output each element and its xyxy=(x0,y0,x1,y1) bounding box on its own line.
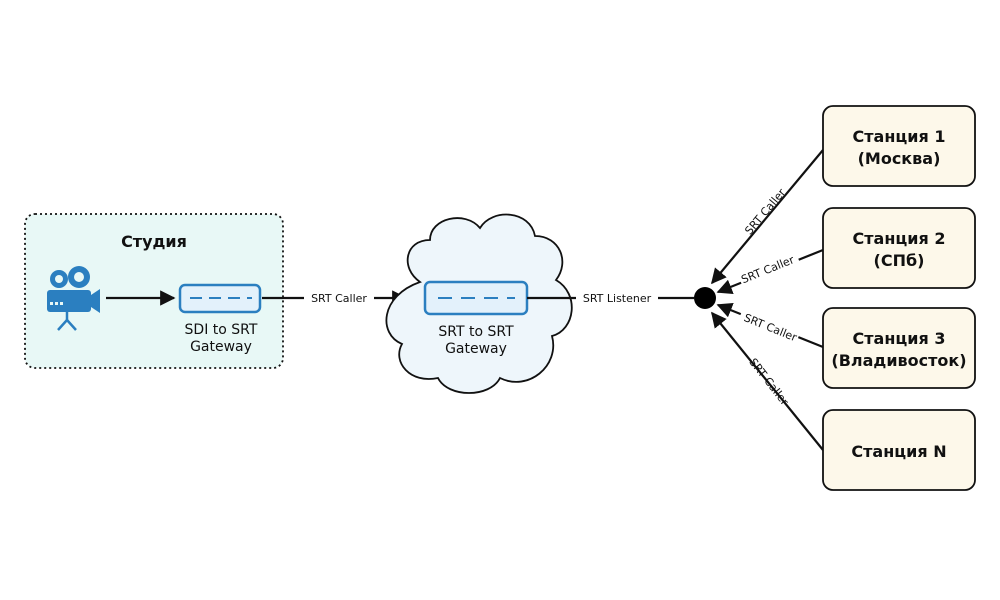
studio-title: Студия xyxy=(121,232,187,251)
sdi-gateway-label-1: SDI to SRT xyxy=(185,322,258,338)
studio-to-cloud-label-bg xyxy=(304,290,374,306)
sdi-gateway-label-2: Gateway xyxy=(190,339,252,355)
hub-node xyxy=(694,287,716,309)
station2-edge-label-bg xyxy=(737,250,801,288)
video-camera-icon xyxy=(47,266,100,331)
srt-gateway-label-1: SRT to SRT xyxy=(438,324,514,340)
srt-gateway-label-2: Gateway xyxy=(445,341,507,357)
station-n-box xyxy=(822,409,976,491)
cloud-to-hub-label-bg xyxy=(576,290,658,306)
station-1: Станция 1 (Москва) xyxy=(822,105,976,187)
station-2-name: Станция 2 xyxy=(853,229,946,248)
station3-edge-label: SRT Caller xyxy=(742,311,799,344)
station-2-box xyxy=(822,207,976,289)
station-1-box xyxy=(822,105,976,187)
station1-edge-label: SRT Caller xyxy=(742,186,788,238)
stationN-edge-label: SRT Caller xyxy=(746,356,791,408)
station-3-box xyxy=(822,307,976,389)
station-1-name: Станция 1 xyxy=(853,127,946,146)
station-3: Станция 3 (Владивосток) xyxy=(822,307,976,389)
station2-edge-label: SRT Caller xyxy=(739,253,796,286)
station-n-name: Станция N xyxy=(851,442,946,461)
cloud-group: SRT to SRT Gateway xyxy=(385,213,573,394)
station-2: Станция 2 (СПб) xyxy=(822,207,976,289)
station-3-city: (Владивосток) xyxy=(831,351,966,370)
cloud-to-hub-label: SRT Listener xyxy=(583,292,652,305)
station-2-city: (СПб) xyxy=(874,251,925,270)
studio-box xyxy=(24,213,284,369)
studio-group: Студия SDI to SRT Gateway xyxy=(24,213,284,369)
station-1-city: (Москва) xyxy=(858,149,941,168)
station3-edge-label-bg xyxy=(737,308,801,346)
station-3-name: Станция 3 xyxy=(853,329,946,348)
station1-edge xyxy=(711,149,824,285)
station-n: Станция N xyxy=(822,409,976,491)
stationN-edge xyxy=(711,311,824,451)
studio-to-cloud-label: SRT Caller xyxy=(311,292,367,305)
